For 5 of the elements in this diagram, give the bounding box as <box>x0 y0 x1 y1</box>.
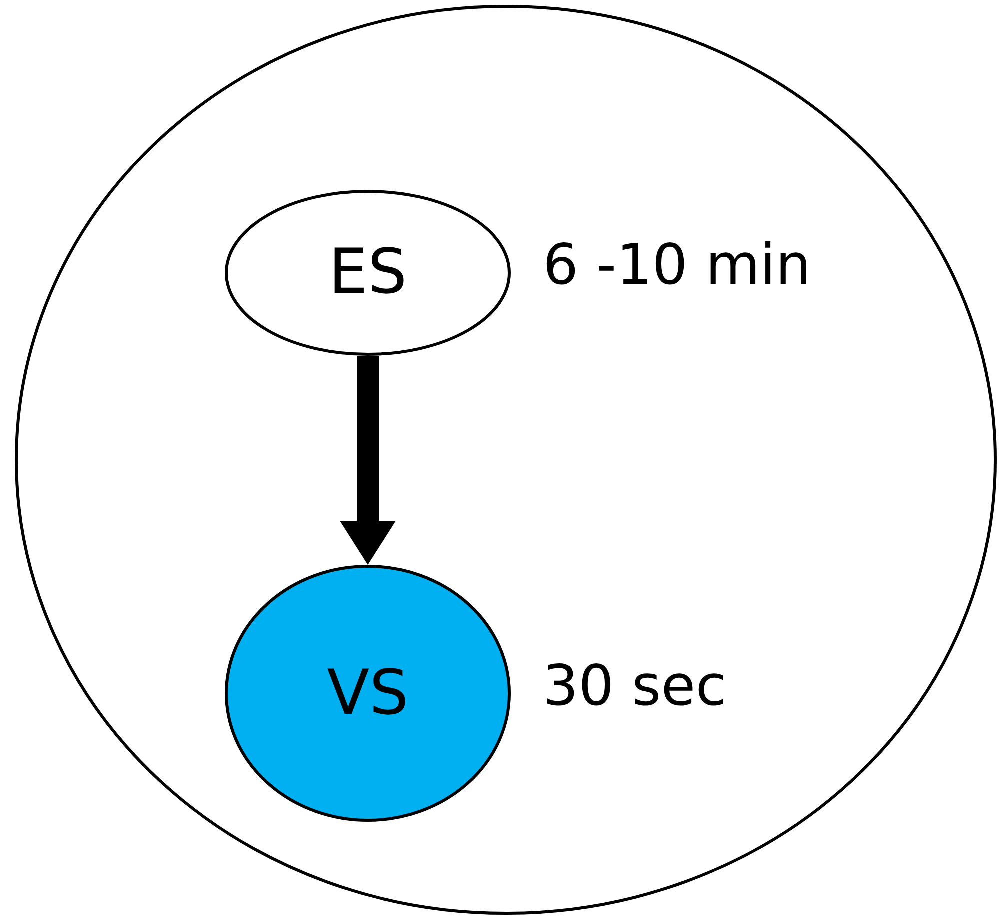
state-label: VS <box>326 656 410 728</box>
duration-label: 6 -10 min <box>543 233 812 298</box>
duration-label: 30 sec <box>543 654 726 718</box>
state-label: ES <box>328 235 408 308</box>
arrow <box>340 356 396 565</box>
